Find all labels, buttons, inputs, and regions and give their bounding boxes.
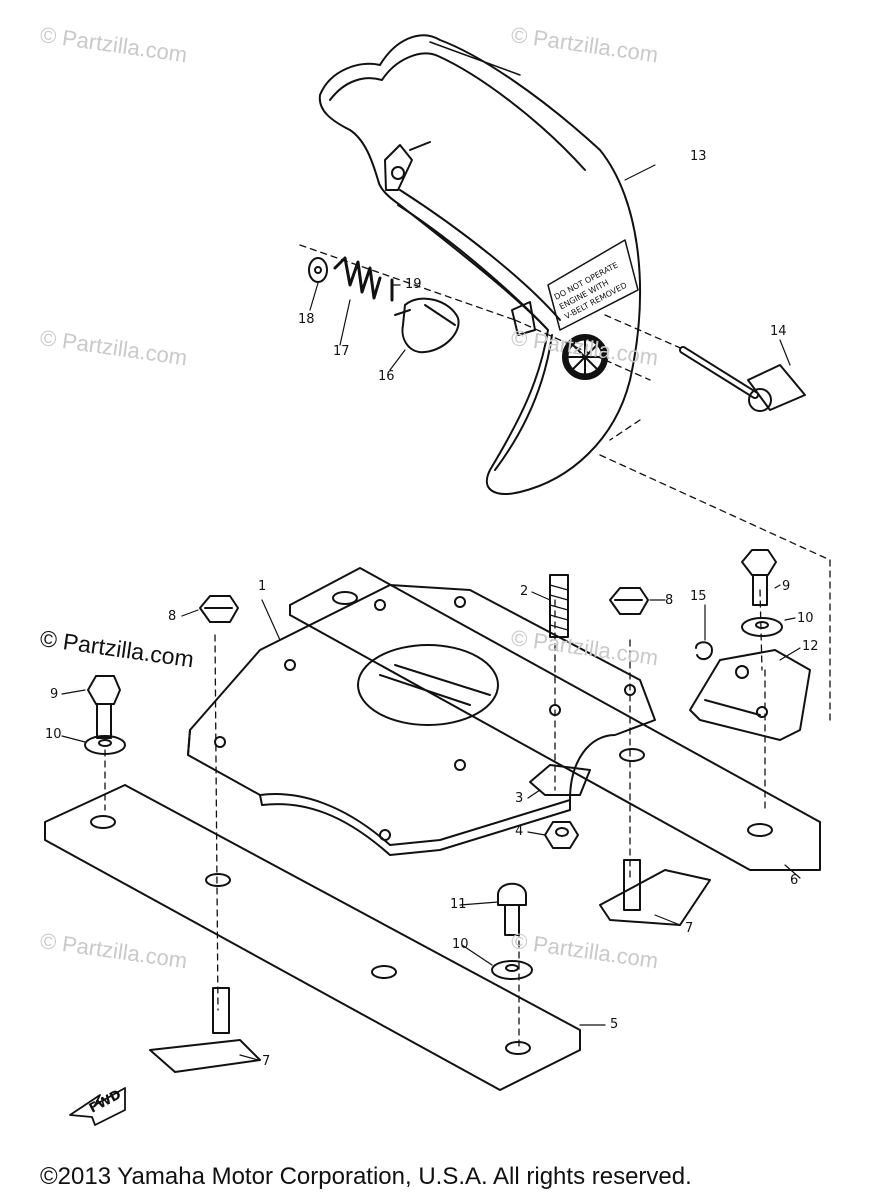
callout-8: 8 [665, 593, 674, 608]
callout-9: 9 [782, 579, 791, 594]
nut-4 [544, 821, 579, 849]
washer-10-bottom [491, 960, 533, 980]
callout-8: 8 [168, 609, 177, 624]
assembly-lines [104, 244, 831, 1051]
callout-3: 3 [515, 791, 524, 806]
bolt-9-left [87, 675, 121, 739]
bracket [689, 649, 811, 741]
stud-2 [549, 574, 569, 638]
tnut-7-right [599, 859, 711, 926]
knob-assembly [308, 256, 460, 354]
washer-10-right [741, 617, 783, 637]
callout-9: 9 [50, 687, 59, 702]
clip-15 [695, 641, 713, 661]
spring [333, 256, 382, 300]
hinge-pin [679, 346, 806, 412]
callout-10: 10 [45, 727, 62, 742]
callout-5: 5 [610, 1017, 619, 1032]
callout-4: 4 [515, 824, 524, 839]
callout-13: 13 [690, 149, 707, 164]
callout-2: 2 [520, 584, 529, 599]
callout-16: 16 [378, 369, 395, 384]
back-mounting-strip [289, 567, 821, 871]
callout-11: 11 [450, 897, 467, 912]
bolt-11 [497, 882, 527, 936]
callout-6: 6 [790, 873, 799, 888]
callout-15: 15 [690, 589, 707, 604]
copyright-notice: ©2013 Yamaha Motor Corporation, U.S.A. A… [40, 1163, 692, 1190]
callout-14: 14 [770, 324, 787, 339]
vent-grille [562, 334, 608, 380]
callout-17: 17 [333, 344, 350, 359]
callout-19: 19 [405, 277, 422, 292]
main-mounting-plate [187, 584, 656, 856]
nut-8-right [609, 587, 649, 615]
bottom-mounting-strip [44, 784, 581, 1091]
washer-10-left [84, 735, 126, 755]
clip-3 [529, 764, 591, 796]
callout-10: 10 [452, 937, 469, 952]
callout-7: 7 [262, 1054, 271, 1069]
bolt-9-right [741, 549, 777, 606]
callout-7: 7 [685, 921, 694, 936]
warning-label [547, 239, 639, 331]
callout-1: 1 [258, 579, 267, 594]
callout-18: 18 [298, 312, 315, 327]
forward-label: FWD [87, 1087, 124, 1116]
callout-10: 10 [797, 611, 814, 626]
belt-guard-cover [318, 34, 641, 495]
callout-12: 12 [802, 639, 819, 654]
nut-8-left [199, 595, 239, 623]
forward-arrow [69, 1087, 126, 1126]
leader-lines [61, 164, 801, 1061]
tnut-7-left [149, 987, 261, 1073]
